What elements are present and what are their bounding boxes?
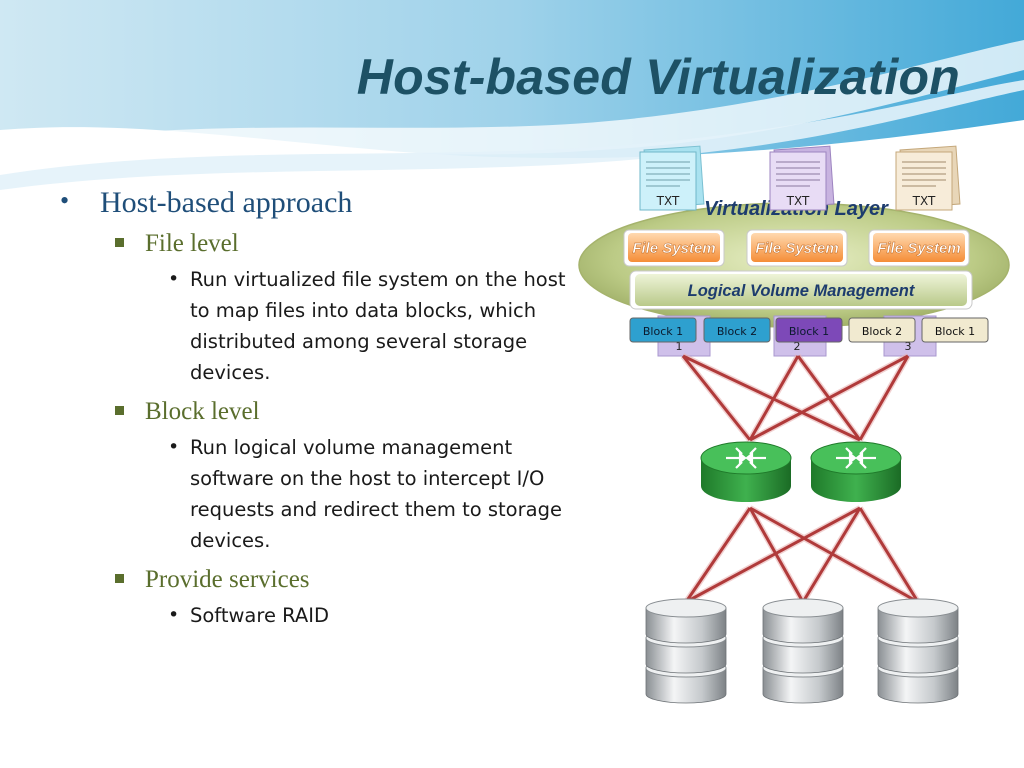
slide-title: Host-based Virtualization bbox=[356, 49, 960, 105]
bullet-text: File level bbox=[145, 230, 239, 257]
block-3: Block 1 bbox=[775, 317, 843, 343]
txt-document-icon: TXT bbox=[895, 145, 961, 211]
bullet-block-level: Block level bbox=[60, 398, 600, 426]
block-1: Block 1 bbox=[629, 317, 697, 343]
block-label: Block 2 bbox=[717, 325, 757, 338]
block-label: Block 1 bbox=[643, 325, 683, 338]
txt-document-icon: TXT bbox=[769, 145, 835, 211]
block-2: Block 2 bbox=[703, 317, 771, 343]
bullet-host-based-approach: • Host-based approach bbox=[60, 186, 600, 220]
blocks-row: Block 1 Block 2 Block 1 Block 2 Block 1 bbox=[629, 317, 989, 343]
lvm-label: Logical Volume Management bbox=[688, 282, 916, 300]
storage-disks bbox=[645, 598, 959, 704]
bullet-text: Run virtualized file system on the host … bbox=[190, 268, 566, 384]
file-system-box: File System bbox=[746, 229, 848, 267]
router-icon bbox=[700, 441, 792, 502]
square-bullet-icon bbox=[115, 238, 124, 247]
database-disk-icon bbox=[645, 598, 727, 704]
bullet-block-level-desc: • Run logical volume management software … bbox=[60, 432, 575, 556]
database-disk-icon bbox=[877, 598, 959, 704]
file-system-box: File System bbox=[868, 229, 970, 267]
bullet-text: Provide services bbox=[145, 566, 310, 593]
block-label: Block 1 bbox=[935, 325, 975, 338]
txt-label: TXT bbox=[786, 194, 810, 208]
background-swoosh bbox=[0, 0, 1024, 190]
square-bullet-icon bbox=[115, 406, 124, 415]
txt-label: TXT bbox=[912, 194, 936, 208]
file-system-label: File System bbox=[877, 240, 960, 257]
bullet-software-raid: • Software RAID bbox=[60, 600, 575, 631]
network-links bbox=[680, 353, 921, 605]
block-5: Block 1 bbox=[921, 317, 989, 343]
logical-volume-management-box: Logical Volume Management bbox=[629, 270, 973, 310]
database-disk-icon bbox=[762, 598, 844, 704]
router-icon bbox=[810, 441, 902, 502]
bullet-text: Software RAID bbox=[190, 604, 330, 627]
txt-document-icon: TXT bbox=[639, 145, 705, 211]
block-4: Block 2 bbox=[848, 317, 916, 343]
file-system-box: File System bbox=[623, 229, 725, 267]
square-bullet-icon bbox=[115, 574, 124, 583]
bullet-file-level-desc: • Run virtualized file system on the host… bbox=[60, 264, 575, 388]
bullet-dot-icon: • bbox=[168, 268, 180, 290]
bullet-dot-icon: • bbox=[168, 604, 180, 626]
bullet-provide-services: Provide services bbox=[60, 566, 600, 594]
bullet-list: • Host-based approach File level • Run vir… bbox=[60, 186, 600, 641]
file-system-label: File System bbox=[755, 240, 838, 257]
bullet-text: Block level bbox=[145, 398, 260, 425]
bullet-text: Run logical volume management software o… bbox=[190, 436, 562, 552]
virtualization-diagram: Virtualization Layer TXT TXT TXT File Sy bbox=[578, 145, 1010, 704]
block-label: Block 2 bbox=[862, 325, 902, 338]
bullet-dot-icon: • bbox=[168, 436, 180, 458]
bullet-text: Host-based approach bbox=[100, 186, 353, 219]
block-label: Block 1 bbox=[789, 325, 829, 338]
bullet-dot-icon: • bbox=[60, 186, 70, 215]
disk-number: 1 bbox=[676, 340, 683, 353]
file-system-label: File System bbox=[632, 240, 715, 257]
disk-number: 2 bbox=[794, 340, 801, 353]
txt-label: TXT bbox=[656, 194, 680, 208]
bullet-file-level: File level bbox=[60, 230, 600, 258]
disk-number: 3 bbox=[905, 340, 912, 353]
